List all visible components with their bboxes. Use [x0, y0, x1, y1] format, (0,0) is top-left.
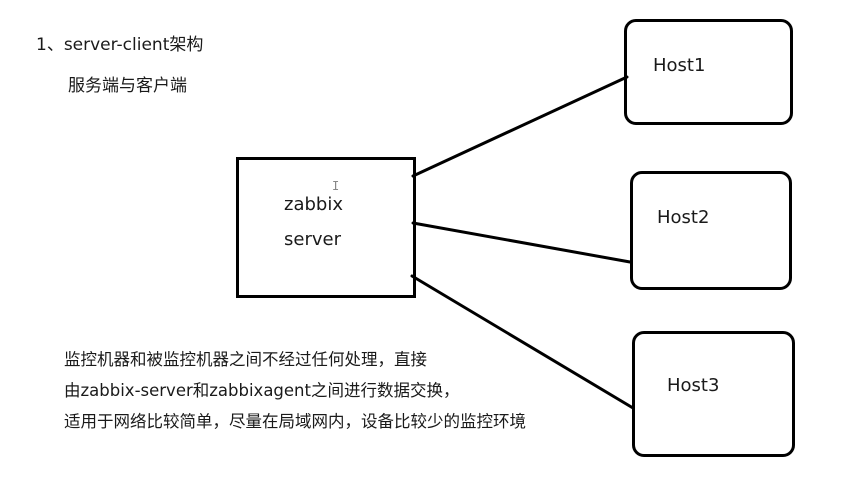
section-subheading: 服务端与客户端	[68, 76, 187, 96]
server-label-line1: zabbix	[284, 194, 343, 215]
description-text: 监控机器和被监控机器之间不经过任何处理，直接 由zabbix-server和za…	[64, 344, 526, 437]
connector-server-host2	[411, 221, 632, 264]
description-line-1: 监控机器和被监控机器之间不经过任何处理，直接	[64, 350, 427, 369]
host-label: Host2	[657, 207, 710, 228]
description-line-2: 由zabbix-server和zabbixagent之间进行数据交换，	[64, 381, 460, 400]
section-heading: 1、server-client架构	[36, 35, 204, 55]
connector-server-host1	[411, 75, 629, 178]
host-label: Host3	[667, 375, 720, 396]
server-node: I zabbix server	[236, 157, 416, 298]
host-node-1: Host1	[624, 19, 793, 125]
host-node-3: Host3	[632, 331, 795, 457]
server-label-line2: server	[284, 229, 341, 250]
host-node-2: Host2	[630, 171, 792, 290]
description-line-3: 适用于网络比较简单，尽量在局域网内，设备比较少的监控环境	[64, 412, 526, 431]
text-cursor-icon: I	[332, 179, 340, 193]
host-label: Host1	[653, 55, 706, 76]
